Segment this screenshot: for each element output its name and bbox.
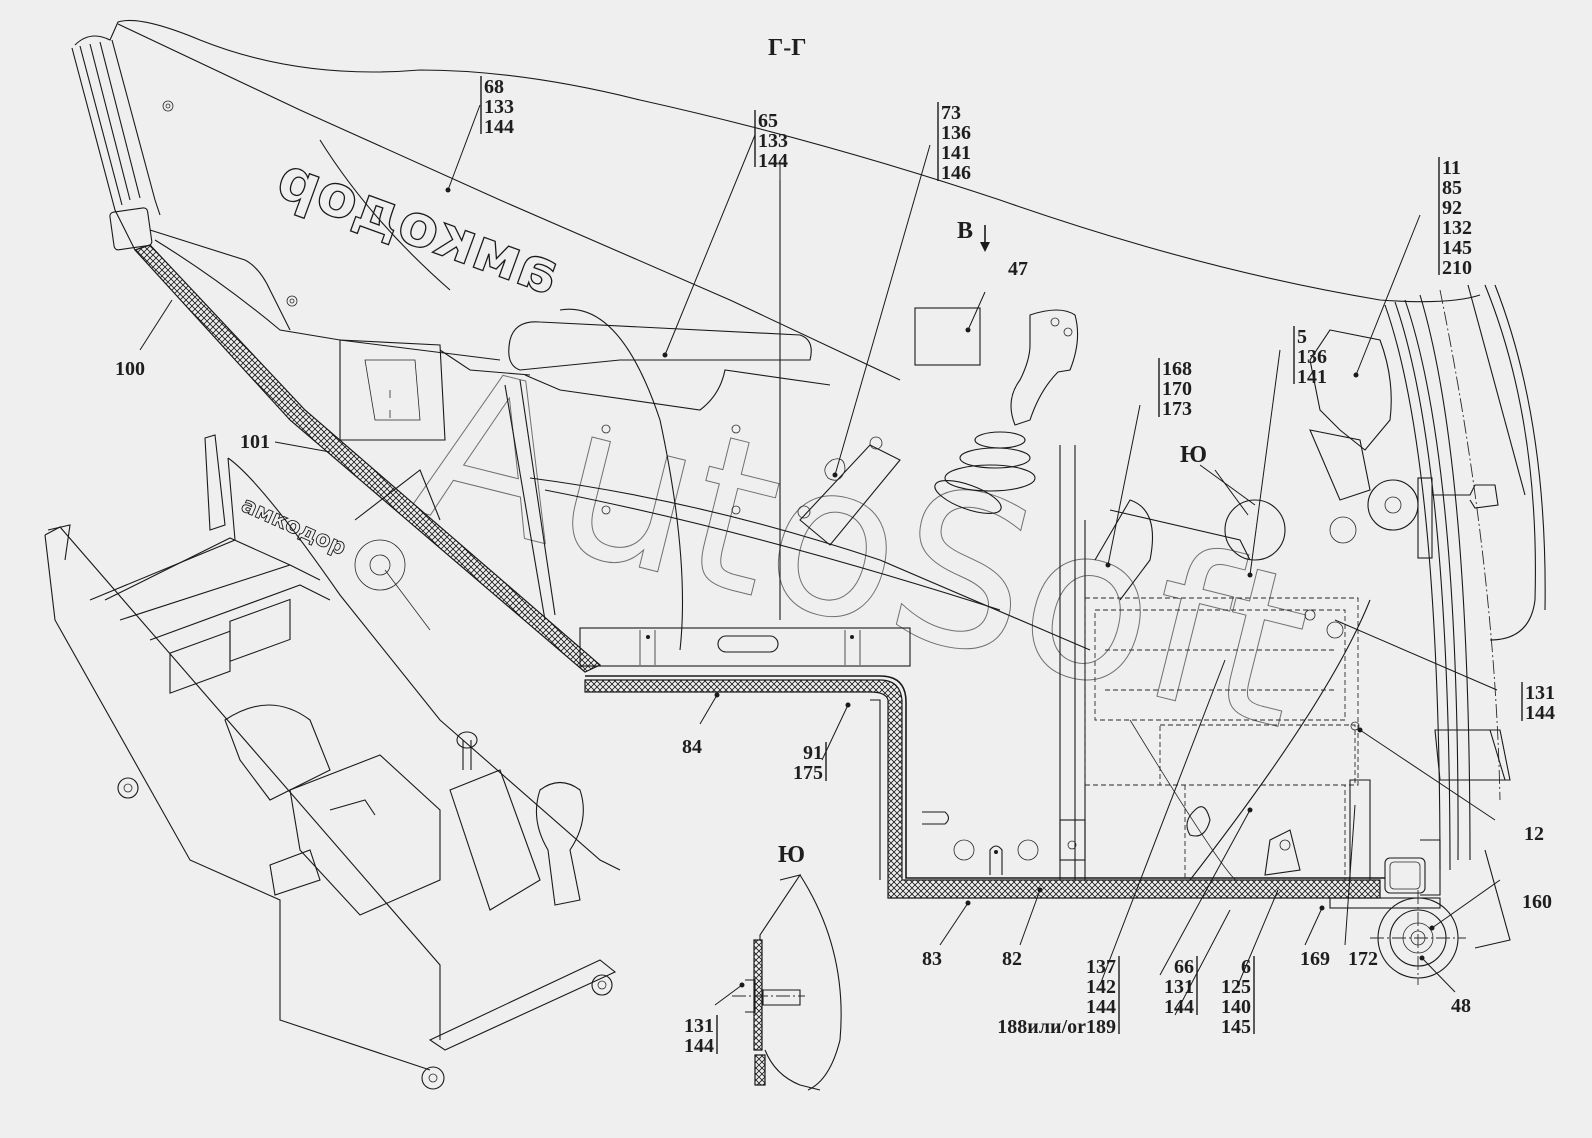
logo-small: амкодор <box>237 492 350 561</box>
callout-text: 84 <box>682 736 702 758</box>
callout-text: 188или/or189 <box>997 1016 1116 1038</box>
callout-text: 144 <box>758 150 788 172</box>
callout-text: 137 <box>1086 956 1116 978</box>
roller-wheel <box>1370 849 1511 985</box>
callout-text: 175 <box>793 762 823 784</box>
callout-131-detail: 131 144 <box>684 1015 718 1057</box>
callout-text: 131 <box>1164 976 1194 998</box>
callout-text: 83 <box>922 948 942 970</box>
callout-text: 48 <box>1451 995 1471 1017</box>
callout-text: 145 <box>1442 237 1472 259</box>
callout-text: 125 <box>1221 976 1251 998</box>
callout-text: 132 <box>1442 217 1472 239</box>
callout-text: 11 <box>1442 157 1461 179</box>
floor-details <box>922 811 1441 909</box>
logo-large: амкодор <box>268 143 569 309</box>
detail-marker-yu: Ю <box>1180 442 1207 468</box>
callout-text: 144 <box>484 116 514 138</box>
callout-text: 92 <box>1442 197 1462 219</box>
detail-view <box>732 874 842 1091</box>
callout-text: 68 <box>484 76 504 98</box>
callout-text: 101 <box>240 431 270 453</box>
callout-6: 6 125 140 145 <box>1221 956 1255 1038</box>
callout-text: 144 <box>1086 996 1116 1018</box>
seal-strip <box>133 244 602 673</box>
callout-text: 173 <box>1162 398 1192 420</box>
callout-text: 85 <box>1442 177 1462 199</box>
callout-11: 11 85 92 132 145 210 <box>1438 157 1472 279</box>
callout-65: 65 133 144 <box>754 110 788 172</box>
callout-text: 172 <box>1348 948 1378 970</box>
callout-text: 210 <box>1442 257 1472 279</box>
callout-84: 84 <box>682 736 702 758</box>
callout-text: 145 <box>1221 1016 1251 1038</box>
callout-text: 65 <box>758 110 778 132</box>
callout-text: 144 <box>684 1035 714 1057</box>
callout-137: 137 142 144 188или/or189 <box>997 956 1120 1038</box>
callout-text: 141 <box>1297 366 1327 388</box>
callout-text: 133 <box>758 130 788 152</box>
callout-text: 47 <box>1008 258 1028 280</box>
callout-text: 66 <box>1174 956 1194 978</box>
callout-text: 170 <box>1162 378 1192 400</box>
callout-66: 66 131 144 <box>1164 956 1198 1018</box>
callout-48: 48 <box>1451 995 1471 1017</box>
callout-text: 73 <box>941 102 961 124</box>
callout-83: 83 <box>922 948 942 970</box>
floor-panel-inner <box>870 699 881 880</box>
callout-168: 168 170 173 <box>1158 358 1192 420</box>
detail-view-title: Ю <box>778 842 805 868</box>
callout-text: 144 <box>1525 702 1555 724</box>
floor-panel-line <box>585 675 1385 879</box>
callout-91: 91 175 <box>793 742 827 784</box>
callout-text: 133 <box>484 96 514 118</box>
callout-5: 5 136 141 <box>1293 326 1327 388</box>
callout-text: 131 <box>684 1015 714 1037</box>
callout-text: 131 <box>1525 682 1555 704</box>
view-marker-v: В <box>957 218 973 244</box>
leader-lines <box>139 104 1501 1016</box>
callout-100: 100 <box>115 358 145 380</box>
callout-text: 168 <box>1162 358 1192 380</box>
callout-text: 136 <box>941 122 971 144</box>
callout-text: 144 <box>1164 996 1194 1018</box>
callout-101: 101 <box>240 431 270 453</box>
callout-82: 82 <box>1002 948 1022 970</box>
callout-text: 100 <box>115 358 145 380</box>
logo-small-text: амкодор <box>238 493 350 561</box>
logo-text: амкодор <box>269 144 568 308</box>
callout-text: 146 <box>941 162 971 184</box>
cab-side-panel: амкодор <box>71 19 1481 381</box>
callout-68: 68 133 144 <box>480 76 514 138</box>
callout-text: 169 <box>1300 948 1330 970</box>
callout-text: 141 <box>941 142 971 164</box>
callout-172: 172 <box>1348 948 1378 970</box>
callout-text: 160 <box>1522 891 1552 913</box>
callout-text: 82 <box>1002 948 1022 970</box>
callout-text: 142 <box>1086 976 1116 998</box>
callout-12: 12 <box>1524 823 1544 845</box>
door-frame <box>1309 284 1546 871</box>
callout-text: 140 <box>1221 996 1251 1018</box>
callout-text: 5 <box>1297 326 1307 348</box>
callout-47: 47 <box>1008 258 1028 280</box>
callout-text: 12 <box>1524 823 1544 845</box>
callout-160: 160 <box>1522 891 1552 913</box>
callout-73: 73 136 141 146 <box>937 102 971 184</box>
callout-text: 91 <box>803 742 823 764</box>
callout-text: 136 <box>1297 346 1327 368</box>
section-title: Г-Г <box>768 35 807 61</box>
joystick <box>914 307 1079 514</box>
floor-assembly <box>1059 445 1371 891</box>
callout-169: 169 <box>1300 948 1330 970</box>
callout-131-right: 131 144 <box>1521 682 1555 724</box>
callout-text: 6 <box>1241 956 1251 978</box>
